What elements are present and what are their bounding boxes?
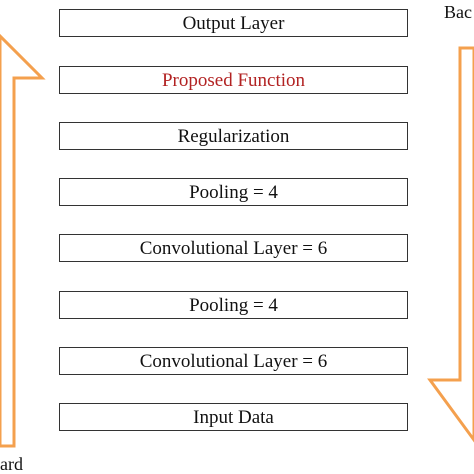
forward-arrow-shape: [0, 33, 46, 448]
backward-label: Bac: [444, 2, 472, 22]
layer-output-label: Output Layer: [182, 12, 285, 34]
forward-label: ard: [0, 454, 23, 474]
layer-pooling-lower-label: Pooling = 4: [189, 294, 278, 316]
layer-regularization-label: Regularization: [177, 125, 290, 147]
layer-conv-upper: Convolutional Layer = 6: [59, 234, 408, 262]
layer-pooling-lower: Pooling = 4: [59, 291, 408, 319]
layer-pooling-upper-label: Pooling = 4: [189, 181, 278, 203]
layer-pooling-upper: Pooling = 4: [59, 178, 408, 206]
layer-output: Output Layer: [59, 9, 408, 37]
layer-input-label: Input Data: [193, 406, 274, 428]
layer-proposed-function-label: Proposed Function: [161, 69, 306, 91]
layer-conv-upper-label: Convolutional Layer = 6: [139, 237, 328, 259]
layer-regularization: Regularization: [59, 122, 408, 150]
backward-arrow-shape: [427, 46, 474, 443]
layer-conv-lower-label: Convolutional Layer = 6: [139, 350, 328, 372]
layer-input: Input Data: [59, 403, 408, 431]
layer-conv-lower: Convolutional Layer = 6: [59, 347, 408, 375]
layer-proposed-function: Proposed Function: [59, 66, 408, 94]
